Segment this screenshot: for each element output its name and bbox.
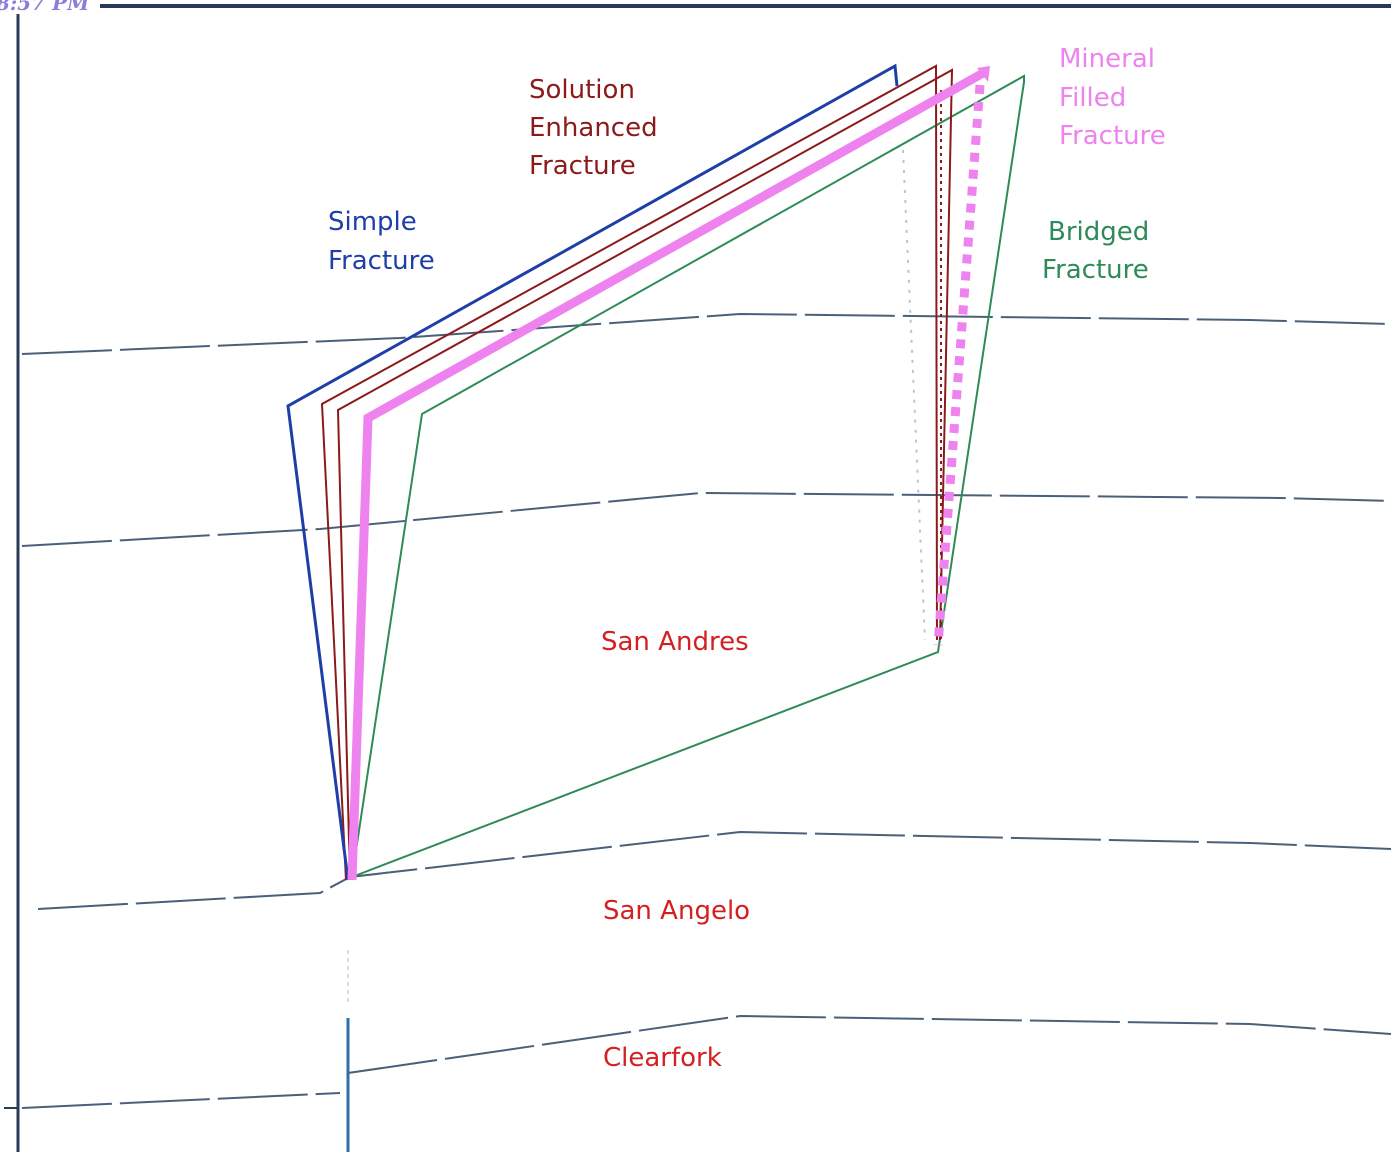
solution-fracture-label-line: Solution bbox=[529, 75, 635, 105]
mineral-fracture-label-line: Fracture bbox=[1059, 121, 1166, 151]
formation-boundary-2 bbox=[21, 491, 1391, 547]
solution-fracture-label: Solution Enhanced Fracture bbox=[529, 75, 666, 181]
simple-fracture-outline bbox=[286, 63, 899, 881]
mineral-fracture-label: Mineral Filled Fracture bbox=[1059, 44, 1166, 151]
solution-fracture-label-line: Fracture bbox=[529, 151, 636, 181]
solution-fracture-label-line: Enhanced bbox=[529, 113, 658, 143]
formation-label-san-andres: San Andres bbox=[601, 627, 749, 657]
mineral-fracture-outline bbox=[347, 68, 988, 881]
formation-label-clearfork: Clearfork bbox=[603, 1043, 722, 1073]
formation-label-san-angelo: San Angelo bbox=[603, 896, 750, 926]
mineral-fracture-label-line: Filled bbox=[1059, 83, 1126, 113]
solution-fracture-outline-b bbox=[336, 68, 954, 881]
corner-timestamp: 8:57 PM bbox=[0, 0, 90, 15]
mineral-fracture-label-line: Mineral bbox=[1059, 44, 1155, 74]
simple-fracture-faint bbox=[902, 149, 926, 641]
formation-boundary-3 bbox=[37, 830, 1391, 910]
bridged-fracture-label-line: Fracture bbox=[1042, 255, 1149, 285]
solution-fracture-outline-a bbox=[320, 64, 938, 881]
bridged-fracture-label: Bridged Fracture bbox=[1042, 217, 1158, 285]
bridged-fracture-outline bbox=[351, 74, 1025, 878]
formation-boundary-1 bbox=[21, 312, 1391, 355]
mineral-fracture-arrowhead bbox=[977, 66, 990, 82]
simple-fracture-label-line: Simple bbox=[328, 207, 417, 237]
bridged-fracture-label-line: Bridged bbox=[1048, 217, 1149, 247]
simple-fracture-label: Simple Fracture bbox=[328, 207, 435, 276]
simple-fracture-label-line: Fracture bbox=[328, 246, 435, 276]
formation-boundary-4 bbox=[21, 1092, 341, 1109]
mineral-fracture-dotted bbox=[933, 84, 985, 646]
formation-boundary-5 bbox=[347, 1014, 1391, 1074]
